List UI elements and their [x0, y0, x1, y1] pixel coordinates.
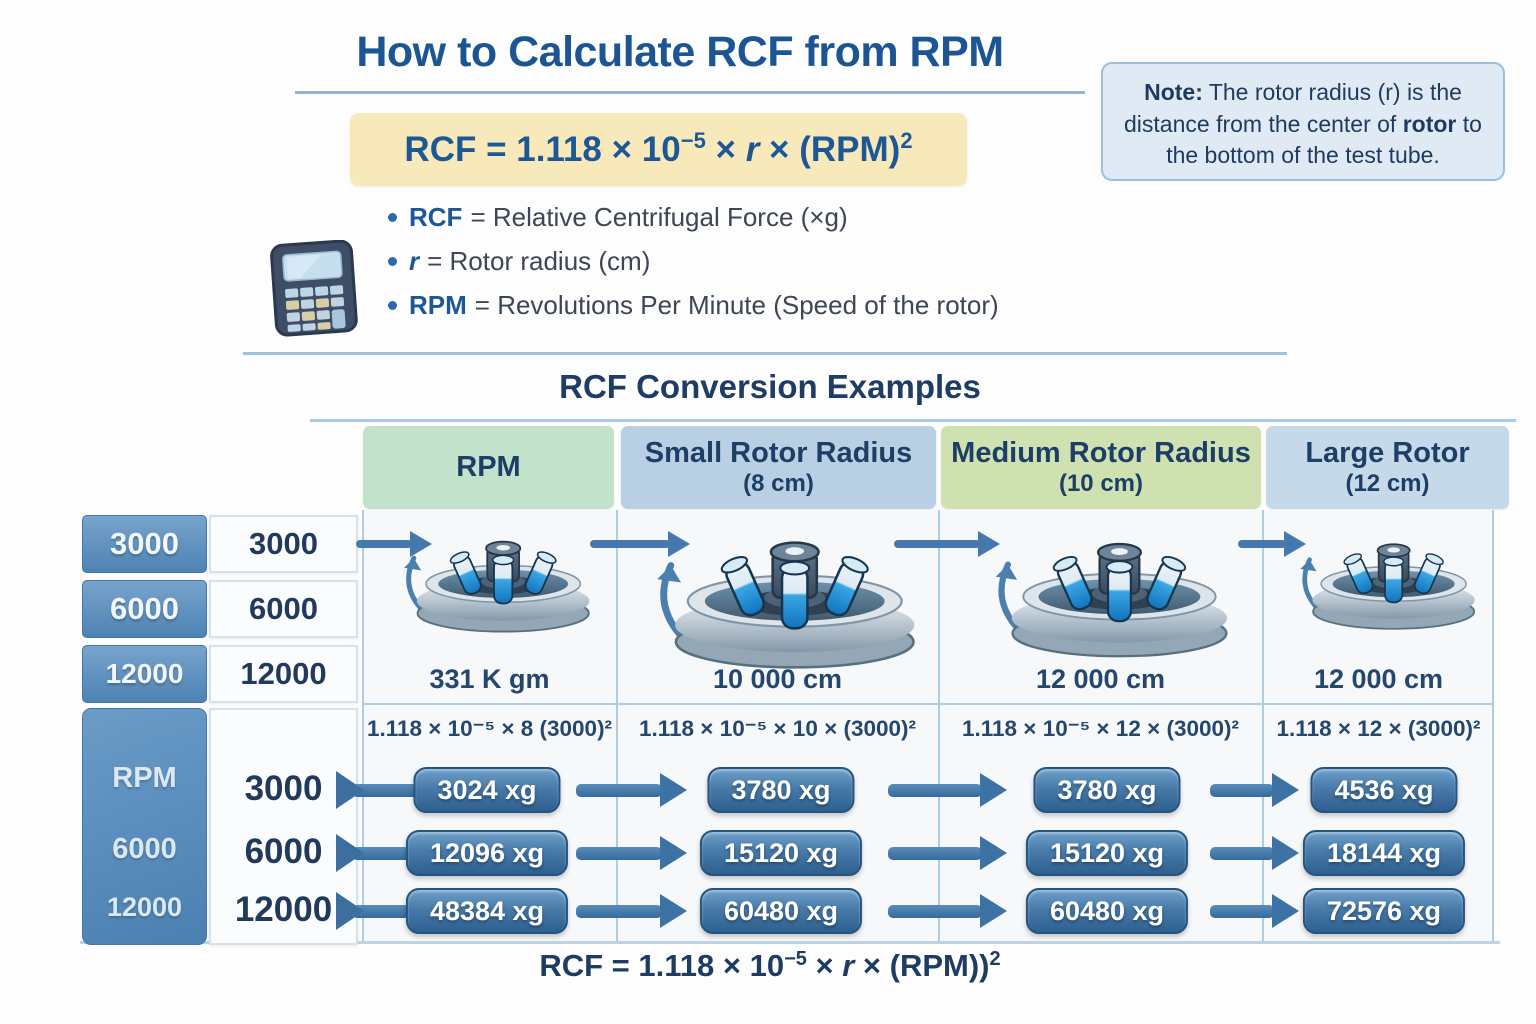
row-arrow-head [336, 771, 364, 809]
calc-formula: 1.118 × 10⁻⁵ × 12 × (3000)² [961, 716, 1240, 741]
flow-arrow [1210, 784, 1274, 797]
rpm-value: 3000 [244, 769, 323, 808]
flow-arrow-head [660, 773, 687, 807]
definition-rcf: RCF= Relative Centrifugal Force (×g) [388, 202, 1108, 233]
flow-arrow [352, 784, 424, 797]
calculator-icon [270, 240, 358, 337]
flow-arrow-head [410, 531, 432, 557]
flow-arrow-head [660, 894, 687, 928]
definitions-list: RCF= Relative Centrifugal Force (×g) r= … [388, 202, 1108, 334]
rpm-panel-label: RPM [112, 762, 177, 794]
flow-arrow [888, 847, 982, 860]
bullet-icon [388, 257, 397, 266]
flow-arrow-head [1272, 773, 1299, 807]
flow-arrow-head [980, 836, 1007, 870]
table-gridline [1262, 510, 1264, 942]
table-gridline [616, 510, 618, 942]
main-formula-box: RCF = 1.118 × 10−5 × r × (RPM)2 [350, 113, 967, 186]
rotor-caption: 12 000 cm [1035, 664, 1166, 694]
centrifuge-rotor-illustration [995, 542, 1228, 658]
rcf-pill: 3780 xg [707, 767, 855, 813]
rcf-pill: 60480 xg [699, 888, 863, 934]
row-arrow-head [336, 834, 364, 872]
rpm-panel-label: 6000 [112, 833, 177, 865]
centrifuge-rotor-illustration [404, 540, 590, 633]
flow-arrow [590, 540, 670, 548]
rpm-cell-white: 12000 [209, 645, 358, 703]
rcf-pill: 18144 xg [1302, 830, 1466, 876]
flow-arrow-head [1272, 836, 1299, 870]
rotor-caption: 10 000 cm [712, 664, 843, 694]
calc-formula: 1.118 × 12 × (3000)² [1276, 716, 1481, 741]
rpm-value: 12000 [234, 890, 333, 929]
title-underline [295, 91, 1085, 94]
rpm-value: 6000 [244, 832, 323, 871]
calc-formula: 1.118 × 10⁻⁵ × 10 × (3000)² [638, 716, 917, 741]
rpm-panel-label: 12000 [106, 892, 183, 922]
rcf-pill: 15120 xg [699, 830, 863, 876]
definition-r: r= Rotor radius (cm) [388, 246, 1108, 277]
rpm-cell-white: 3000 [209, 515, 358, 573]
flow-arrow [1210, 847, 1274, 860]
section-title: RCF Conversion Examples [559, 368, 981, 405]
rcf-pill: 3780 xg [1033, 767, 1181, 813]
column-header-rpm: RPM [363, 426, 614, 509]
rcf-pill: 12096 xg [405, 830, 569, 876]
definition-rpm: RPM= Revolutions Per Minute (Speed of th… [388, 290, 1108, 321]
row-arrow-head [336, 892, 364, 930]
rotor-caption: 331 K gm [429, 664, 550, 694]
page-title: How to Calculate RCF from RPM [356, 28, 1004, 76]
rcf-pill: 60480 xg [1025, 888, 1189, 934]
flow-arrow-head [980, 773, 1007, 807]
note-label: Note: [1144, 79, 1203, 105]
rpm-cell-white: 6000 [209, 580, 358, 638]
flow-arrow [356, 540, 412, 548]
flow-arrow-head [1284, 531, 1306, 557]
rcf-pill: 4536 xg [1310, 767, 1458, 813]
flow-arrow-head [660, 836, 687, 870]
column-header-large-rotor: Large Rotor (12 cm) [1266, 426, 1509, 509]
rpm-cell-blue: 3000 [82, 515, 207, 573]
rcf-pill: 72576 xg [1302, 888, 1466, 934]
flow-arrow-head [668, 531, 690, 557]
rcf-pill: 3024 xg [413, 767, 561, 813]
flow-arrow [888, 905, 982, 918]
section-divider [243, 352, 1287, 355]
flow-arrow [576, 784, 662, 797]
rpm-value-column [209, 708, 358, 945]
formula-text: RCF = 1.118 × 10−5 × r × (RPM)2 [404, 127, 913, 169]
flow-arrow [576, 847, 662, 860]
flow-arrow [894, 540, 980, 548]
rotor-caption: 12 000 cm [1313, 664, 1444, 694]
table-bottom-rule [80, 941, 1500, 944]
rpm-panel [82, 708, 207, 945]
note-box: Note: The rotor radius (r) is the distan… [1101, 62, 1505, 181]
flow-arrow [888, 784, 982, 797]
column-header-medium-rotor: Medium Rotor Radius (10 cm) [941, 426, 1261, 509]
flow-arrow-head [1272, 894, 1299, 928]
rpm-cell-blue: 12000 [82, 645, 207, 703]
flow-arrow-head [978, 531, 1000, 557]
bullet-icon [388, 301, 397, 310]
flow-arrow [1210, 905, 1274, 918]
table-gridline [362, 703, 1494, 705]
table-gridline [938, 510, 940, 942]
centrifuge-rotor-illustration [657, 541, 915, 669]
flow-arrow [1238, 540, 1286, 548]
column-header-small-rotor: Small Rotor Radius (8 cm) [621, 426, 936, 509]
centrifuge-rotor-illustration [1300, 543, 1476, 630]
calc-formula: 1.118 × 10⁻⁵ × 8 (3000)² [366, 716, 613, 741]
rcf-pill: 15120 xg [1025, 830, 1189, 876]
table-gridline [362, 510, 364, 942]
table-gridline [1492, 510, 1494, 942]
flow-arrow-head [980, 894, 1007, 928]
footer-formula: RCF = 1.118 × 10−5 × r × (RPM))2 [539, 948, 1001, 983]
rpm-cell-blue: 6000 [82, 580, 207, 638]
flow-arrow [576, 905, 662, 918]
bullet-icon [388, 213, 397, 222]
rcf-pill: 48384 xg [405, 888, 569, 934]
table-top-rule [310, 419, 1516, 422]
